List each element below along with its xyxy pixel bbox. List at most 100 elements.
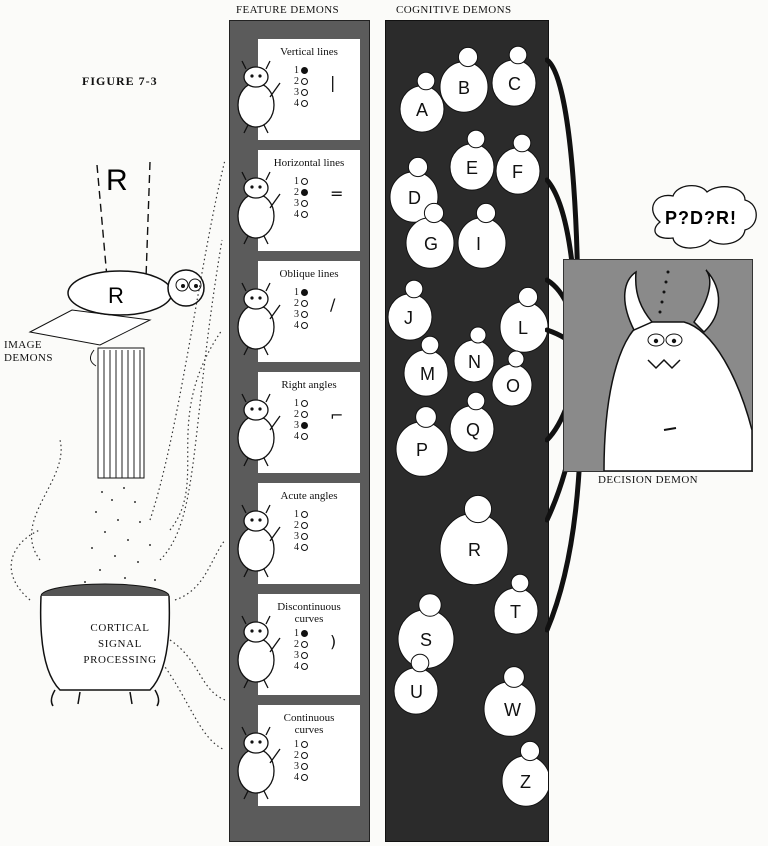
feature-option: 2 (294, 298, 308, 309)
feature-option-number: 1 (294, 628, 299, 639)
feature-option-number: 2 (294, 298, 299, 309)
feature-option-number: 4 (294, 661, 299, 672)
cognitive-demon-head (415, 406, 437, 428)
feature-option-number: 1 (294, 287, 299, 298)
feature-option-number: 2 (294, 639, 299, 650)
empty-circle-icon (301, 522, 308, 529)
feature-option: 3 (294, 309, 308, 320)
feature-option: 3 (294, 198, 308, 209)
cognitive-demon-letter: N (468, 352, 481, 372)
feature-option: 1 (294, 176, 308, 187)
feature-demon-title-line1: Continuous (283, 712, 335, 724)
image-demons-label-line2: DEMONS (4, 352, 53, 364)
cognitive-demon-letter: F (512, 162, 523, 182)
cognitive-demon-head (423, 202, 445, 224)
cognitive-demon-letter: A (416, 100, 428, 120)
empty-circle-icon (301, 78, 308, 85)
cognitive-demon-head (466, 129, 486, 149)
feature-option: 4 (294, 209, 308, 220)
cognitive-demon: Q (449, 391, 495, 453)
feature-demon-title-line1: Right angles (281, 379, 337, 391)
image-letter: R (108, 283, 124, 308)
feature-option-number: 4 (294, 209, 299, 220)
feature-demon-title: Oblique lines (258, 268, 360, 280)
feature-demon-title-line2: curves (294, 724, 324, 736)
filled-circle-icon (301, 422, 308, 429)
empty-circle-icon (301, 741, 308, 748)
cognitive-demon-head (407, 156, 429, 178)
feature-demon-creature (237, 171, 281, 245)
cognitive-demon-head (507, 350, 525, 368)
cognitive-demon-head (475, 202, 497, 224)
feature-option-number: 2 (294, 187, 299, 198)
cognitive-demon-letter: Z (520, 772, 531, 792)
empty-circle-icon (301, 641, 308, 648)
feature-demon-title: Right angles (258, 379, 360, 391)
cognitive-demon-head (469, 326, 487, 344)
decision-demon-label: DECISION DEMON (598, 474, 699, 486)
cognitive-demon: T (493, 573, 539, 635)
feature-demon-title-line1: Discontinuous (277, 601, 341, 613)
empty-circle-icon (301, 652, 308, 659)
feature-option: 4 (294, 772, 308, 783)
feature-option: 3 (294, 650, 308, 661)
cognitive-demon-letter: B (458, 78, 470, 98)
cognitive-demon-letter: E (466, 158, 478, 178)
cognitive-demon-letter: T (510, 602, 521, 622)
feature-option: 4 (294, 320, 308, 331)
projected-letter: R (106, 164, 128, 197)
empty-circle-icon (301, 211, 308, 218)
empty-circle-icon (301, 533, 308, 540)
cognitive-demon-letter: P (416, 440, 428, 460)
feature-option: 2 (294, 76, 308, 87)
feature-option: 3 (294, 87, 308, 98)
speech-cloud: P?D?R! (652, 185, 757, 249)
filled-circle-icon (301, 189, 308, 196)
cognitive-demon: B (439, 46, 489, 113)
feature-option-number: 2 (294, 750, 299, 761)
feature-option: 1 (294, 739, 308, 750)
cognitive-demon-letter: W (504, 700, 521, 720)
cognitive-demon-letter: Q (466, 420, 480, 440)
feature-option: 3 (294, 761, 308, 772)
feature-option: 2 (294, 187, 308, 198)
feature-option-number: 4 (294, 542, 299, 553)
empty-circle-icon (301, 100, 308, 107)
projection-beam (96, 161, 151, 279)
cortical-label: CORTICAL SIGNAL PROCESSING (60, 620, 180, 668)
cognitive-demon: L (499, 286, 549, 353)
empty-circle-icon (301, 322, 308, 329)
empty-circle-icon (301, 411, 308, 418)
empty-circle-icon (301, 511, 308, 518)
feature-option: 1 (294, 398, 308, 409)
feature-glyph: | (330, 73, 336, 92)
decision-demon-panel (563, 259, 753, 472)
cognitive-demon: Z (501, 740, 551, 807)
cognitive-demon-head (508, 45, 528, 65)
cognitive-demon-letter: S (420, 630, 432, 650)
feature-option: 1 (294, 287, 308, 298)
feature-option-number: 4 (294, 98, 299, 109)
empty-circle-icon (301, 763, 308, 770)
decision-demon-figure (603, 269, 752, 471)
cognitive-demon-letter: I (476, 234, 481, 254)
image-demon-illustration: R R (10, 159, 226, 751)
feature-option: 4 (294, 661, 308, 672)
feature-demon-creature (237, 393, 281, 467)
feature-option-number: 3 (294, 198, 299, 209)
cognitive-demon: W (483, 666, 537, 737)
cognitive-demon: I (457, 202, 507, 269)
empty-circle-icon (301, 200, 308, 207)
cognitive-demon-head (463, 494, 493, 524)
feature-option: 2 (294, 639, 308, 650)
